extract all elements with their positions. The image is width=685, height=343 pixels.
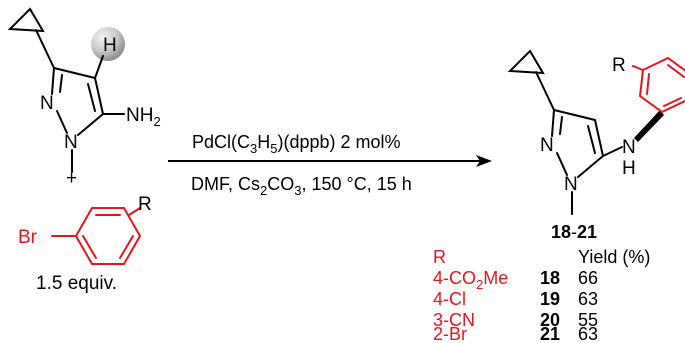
table-row-yield: 66: [578, 268, 598, 288]
bond-c4-h: [94, 55, 104, 79]
table-row-yield: 63: [578, 289, 598, 309]
product-bond-c3-c4: [553, 109, 596, 121]
product-bond-c5-nh: [602, 146, 623, 157]
cyclopropyl-bond: [35, 29, 55, 69]
bromoarene-double-3: [82, 235, 97, 259]
pyrazole-n2-label: N: [40, 93, 54, 114]
plus-sign: +: [66, 168, 77, 189]
cyclopropyl-ring: [7, 7, 45, 33]
amine-label: NH2: [126, 105, 161, 129]
product-n2-label: N: [540, 135, 554, 156]
product-aryl-ring: [632, 56, 685, 114]
catalyst-label: PdCl(C3H5)(dppb) 2 mol%: [192, 132, 401, 156]
table-row-r: 2-Br: [433, 324, 467, 343]
bond-c4-c5: [94, 77, 104, 115]
product-nh-n-label: N: [622, 137, 636, 158]
reactant-bromoarene: [51, 207, 142, 265]
product-aryl-double-2: [667, 64, 685, 78]
hydrogen-label: H: [103, 35, 117, 56]
product-aryl-double-3: [663, 97, 682, 107]
reactant-aminopyrazole: [7, 7, 125, 173]
product-aryl-double-1: [646, 73, 650, 95]
hydrogen-highlight-sphere: [91, 27, 125, 61]
bond-n2-c3-double: [59, 74, 63, 93]
table-header-r: R: [433, 247, 446, 267]
pyrazole-n1-label: N: [64, 132, 78, 153]
bond-n1-n2: [56, 110, 68, 134]
product-n1-label: N: [564, 174, 578, 195]
table-row-r: 4-Cl: [433, 289, 466, 309]
product-cyclopropyl-bond: [535, 71, 555, 111]
table-row-r: 3-CN: [433, 310, 475, 330]
bromoarene-double-2: [119, 235, 134, 259]
product-cyclopropyl-ring: [507, 49, 545, 75]
bromoarene-r-bond: [128, 207, 141, 216]
product-structure: [507, 49, 623, 215]
product-aryl-r-bond: [632, 65, 644, 71]
solvent-conditions-label: DMF, Cs2CO3, 150 °C, 15 h: [191, 174, 412, 198]
bromoarene-ring: [74, 207, 142, 265]
table-row-yield: 55: [578, 310, 598, 330]
bond-c3-c4: [53, 67, 96, 79]
product-r-label: R: [612, 55, 626, 76]
table-row-r: 4-CO2Me: [433, 268, 508, 292]
product-bond-c4-c5: [594, 119, 604, 157]
product-nh-h-label: H: [622, 158, 636, 179]
equiv-label: 1.5 equiv.: [36, 273, 117, 294]
product-bond-c5-n1: [577, 155, 604, 178]
product-aryl-hexagon: [638, 56, 685, 114]
product-bond-n1-n2: [556, 152, 568, 176]
reaction-arrow-head: [476, 155, 492, 167]
table-row-compound: 21: [540, 324, 560, 343]
bond-c4-c5-double: [87, 83, 96, 112]
bromoarene-r-label: R: [138, 194, 152, 215]
product-bond-n2-c3: [551, 109, 555, 137]
table-row-compound: 18: [540, 268, 560, 288]
bromo-label: Br: [18, 227, 38, 248]
bond-n2-c3: [51, 67, 55, 95]
table-row-yield: 63: [578, 324, 598, 343]
table-row-compound: 20: [540, 310, 560, 330]
product-bond-c4-c5-double: [587, 125, 596, 154]
bond-c5-n1: [77, 113, 104, 136]
table-header-yield: Yield (%): [578, 247, 650, 267]
table-row-compound: 19: [540, 289, 560, 309]
product-compound-numbers: 18-21: [551, 222, 597, 242]
product-bond-nh-aryl-bold: [634, 110, 664, 142]
product-bond-n2-c3-double: [559, 116, 563, 135]
yield-table: R Yield (%) 4-CO2Me 18 66 4-Cl 19 63 3-C…: [433, 247, 650, 343]
